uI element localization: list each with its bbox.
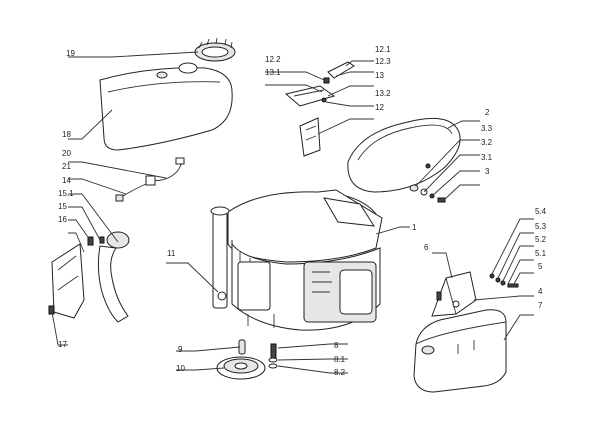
callout-12-2: 12.2: [265, 55, 281, 64]
callout-8-1: 8.1: [334, 355, 346, 364]
callout-15: 15: [58, 202, 67, 211]
callout-5: 5: [538, 262, 543, 271]
callout-1: 1: [412, 223, 417, 232]
callout-12-1: 12.1: [375, 45, 391, 54]
callout-8: 8: [334, 341, 339, 350]
part-19-clamp-ring: [194, 37, 236, 62]
callout-18: 18: [62, 130, 71, 139]
part-11-dipstick-tube: [210, 206, 230, 309]
callout-20: 20: [62, 149, 71, 158]
callout-6: 6: [424, 243, 429, 252]
callout-14: 14: [62, 176, 71, 185]
callout-5-1: 5.1: [535, 249, 547, 258]
callout-19: 19: [66, 49, 75, 58]
callout-16: 16: [58, 215, 67, 224]
part-12-13-bracket-group: [284, 61, 355, 157]
callout-13-2: 13.2: [375, 89, 391, 98]
callout-3-1: 3.1: [481, 153, 493, 162]
part-3-fasteners: [409, 184, 446, 203]
part-8-bolt-washers: [268, 343, 278, 369]
part-7-muffler: [413, 309, 507, 393]
part-14-17-intake-assembly: [48, 231, 130, 323]
callout-17: 17: [58, 340, 67, 349]
callout-5-4: 5.4: [535, 207, 547, 216]
callout-5-3: 5.3: [535, 222, 547, 231]
part-18-fuel-tank: [99, 62, 233, 151]
callout-3-2: 3.2: [481, 138, 493, 147]
part-2-cover: [347, 117, 461, 193]
callout-3-3: 3.3: [481, 124, 493, 133]
callout-12: 12: [375, 103, 384, 112]
callout-labels: 19 18 20 21 14 15.1 15 16 17 11 9 10 8 8…: [58, 45, 547, 377]
part-4-6-mounting-bracket: [431, 271, 477, 317]
leader-lines: [51, 51, 534, 374]
part-5-fasteners: [489, 273, 519, 288]
part-1-engine: [227, 189, 383, 331]
callout-15-1: 15.1: [58, 189, 74, 198]
callout-10: 10: [176, 364, 185, 373]
callout-13: 13: [375, 71, 384, 80]
part-20-21-fuel-hose: [115, 157, 185, 202]
callout-12-3: 12.3: [375, 57, 391, 66]
part-10-pulley: [216, 356, 266, 380]
callout-3: 3: [485, 167, 490, 176]
callout-2: 2: [485, 108, 490, 117]
callout-11: 11: [167, 249, 176, 258]
callout-9: 9: [178, 345, 183, 354]
callout-4: 4: [538, 287, 543, 296]
callout-13-1: 13.1: [265, 68, 281, 77]
callout-21: 21: [62, 162, 71, 171]
callout-5-2: 5.2: [535, 235, 547, 244]
callout-8-2: 8.2: [334, 368, 346, 377]
callout-7: 7: [538, 301, 543, 310]
